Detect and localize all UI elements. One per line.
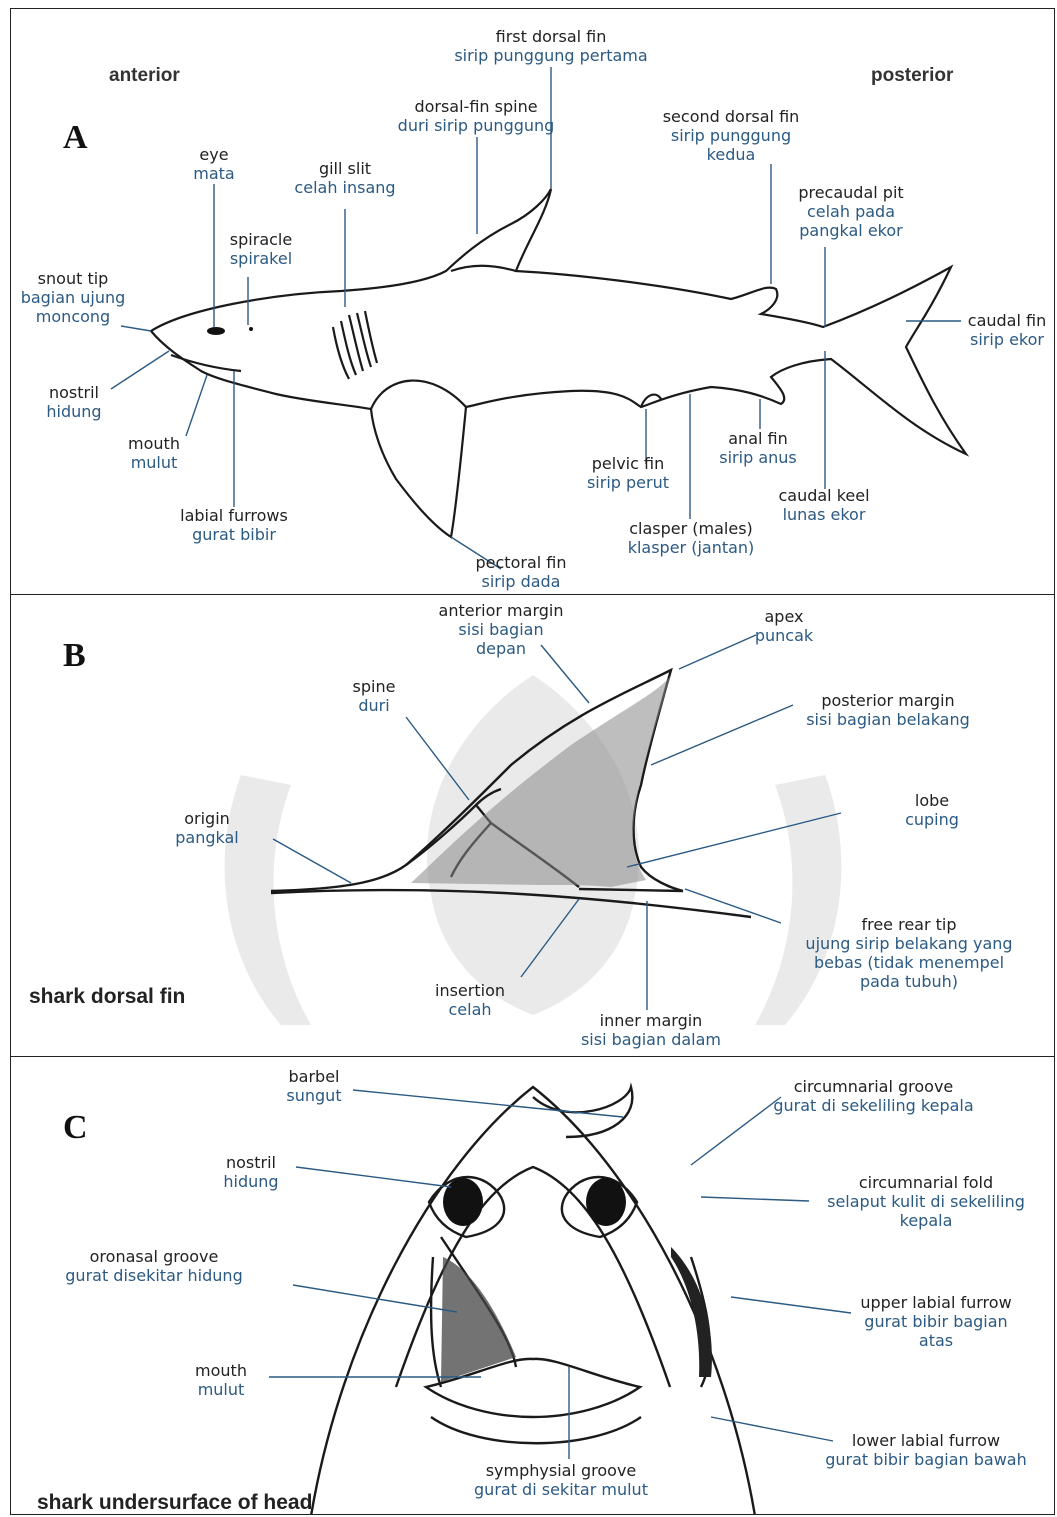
label-clasper: clasper (males)klasper (jantan)	[616, 519, 766, 557]
panel-b-letter: B	[63, 637, 86, 675]
panel-a-letter: A	[63, 119, 88, 157]
posterior-label: posterior	[871, 65, 953, 87]
panel-c-caption: shark undersurface of head	[37, 1491, 312, 1515]
panel-c-letter: C	[63, 1109, 88, 1147]
anterior-label: anterior	[109, 65, 180, 87]
panel-b-caption: shark dorsal fin	[29, 985, 185, 1009]
